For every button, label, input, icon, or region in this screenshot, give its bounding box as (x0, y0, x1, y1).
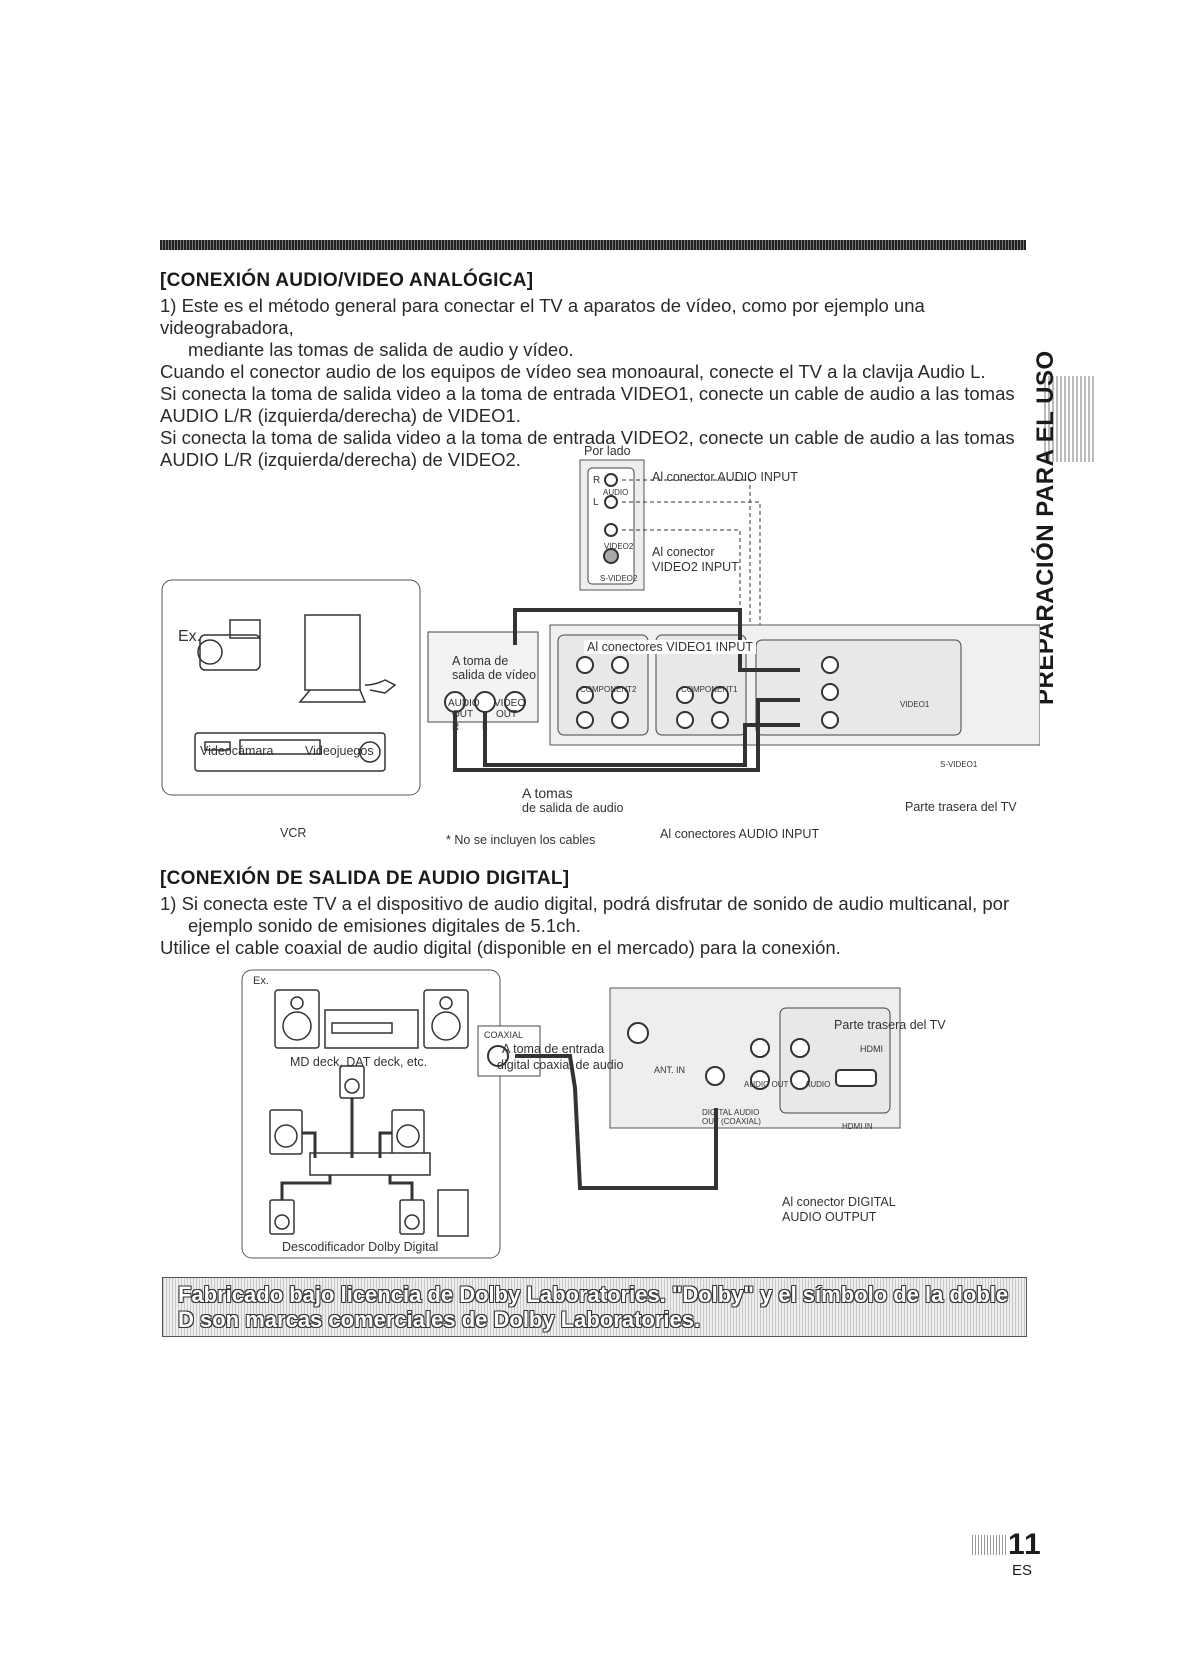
section2-body: 1) Si conecta este TV a el dispositivo d… (160, 893, 1040, 959)
page-number: 11 (1008, 1528, 1042, 1561)
side-label-svideo2: S-VIDEO2 (600, 574, 638, 583)
diagram-digital (241, 969, 901, 1259)
camcorder-icon (197, 619, 261, 671)
example-box (161, 579, 421, 796)
label-salida-audio: de salida de audio (522, 801, 624, 815)
side-label-r: R (593, 475, 601, 486)
label-al-audio-input: Al conector AUDIO INPUT (652, 470, 798, 484)
section1-body: 1) Este es el método general para conect… (160, 295, 1040, 471)
label-toma-entrada: A toma de entrada (502, 1042, 605, 1056)
label-ant-in: ANT. IN (654, 1065, 686, 1075)
label-digital-audio-out: DIGITAL AUDIO OUT (COAXIAL) (702, 1108, 761, 1126)
side-tab-marker (1044, 376, 1096, 462)
label-hdmi: HDMI (860, 1044, 883, 1054)
section1-item1-line1: 1) Este es el método general para conect… (160, 295, 925, 338)
label-ex1: Ex. (178, 628, 202, 645)
label-video-out: VIDEO (494, 698, 526, 709)
label-descodificador: Descodificador Dolby Digital (282, 1240, 439, 1254)
side-label-audio: AUDIO (603, 488, 629, 497)
section1-p4-line2: AUDIO L/R (izquierda/derecha) de VIDEO2. (160, 449, 521, 470)
label-component2: COMPONENT2 (580, 685, 637, 694)
label-al-conector: Al conector (652, 545, 715, 559)
side-label-video2: VIDEO2 (604, 542, 634, 551)
page-language: ES (1012, 1562, 1033, 1579)
section1-p4-line1: Si conecta la toma de salida video a la … (160, 427, 1015, 448)
vcr-icon (194, 732, 386, 772)
label-video1: VIDEO1 (900, 700, 930, 709)
label-component1: COMPONENT1 (681, 685, 738, 694)
game-console-icon (298, 614, 397, 703)
side-label-l: L (593, 497, 599, 508)
section2-heading: [CONEXIÓN DE SALIDA DE AUDIO DIGITAL] (160, 868, 570, 889)
header-rule (160, 240, 1026, 250)
label-audio-out-2: AUDIO OUT (744, 1080, 789, 1089)
dolby-notice-text: Fabricado bajo licencia de Dolby Laborat… (178, 1282, 1009, 1332)
label-audio-2: AUDIO (805, 1080, 831, 1089)
section1-p3-line1: Si conecta la toma de salida video a la … (160, 383, 1015, 404)
label-al-audio-inputs: Al conectores AUDIO INPUT (660, 827, 820, 841)
dolby-notice-box (162, 1277, 1027, 1337)
label-parte-trasera1: Parte trasera del TV (905, 800, 1017, 814)
label-a-tomas: A tomas (522, 785, 573, 801)
label-no-incluyen: * No se incluyen los cables (446, 833, 596, 847)
label-md-deck: MD deck, DAT deck, etc. (290, 1055, 428, 1069)
label-out1: OUT (452, 709, 474, 720)
section2-item1-line2: ejemplo sonido de emisiones digitales de… (188, 915, 581, 936)
label-por-lado: Por lado (584, 444, 631, 458)
label-audio-output: AUDIO OUTPUT (782, 1210, 877, 1224)
label-videocamara: Videocámara (200, 744, 274, 758)
label-r: R (452, 722, 460, 733)
label-video2-input: VIDEO2 INPUT (652, 560, 739, 574)
label-salida-video: salida de vídeo (452, 668, 537, 682)
label-coaxial: COAXIAL (484, 1030, 524, 1040)
label-toma-de: A toma de (452, 654, 509, 668)
label-out2: OUT (496, 709, 518, 720)
stereo-system-icon (274, 989, 469, 1049)
section2-p2: Utilice el cable coaxial de audio digita… (160, 937, 841, 958)
label-al-digital: Al conector DIGITAL (782, 1195, 896, 1209)
page-number-decoration (972, 1535, 1008, 1555)
section1-item1-line2: mediante las tomas de salida de audio y … (188, 339, 574, 360)
label-parte-trasera2: Parte trasera del TV (834, 1018, 946, 1032)
label-audio-out: AUDIO (448, 698, 480, 709)
label-hdmi-in: HDMI IN (842, 1122, 873, 1131)
label-svideo1: S-VIDEO1 (940, 760, 978, 769)
section1-p2: Cuando el conector audio de los equipos … (160, 361, 986, 382)
label-videojuegos: Videojuegos (305, 744, 374, 758)
section1-heading: [CONEXIÓN AUDIO/VIDEO ANALÓGICA] (160, 270, 534, 291)
section2-item1-line1: 1) Si conecta este TV a el dispositivo d… (160, 893, 1010, 914)
surround-system-icon (269, 1065, 469, 1237)
label-vcr: VCR (280, 826, 307, 840)
label-ex2: Ex. (253, 975, 269, 987)
label-digital-coaxial: digital coaxial de audio (497, 1058, 624, 1072)
section1-p3-line2: AUDIO L/R (izquierda/derecha) de VIDEO1. (160, 405, 521, 426)
diagram-analog (161, 459, 1040, 796)
label-al-video1-input: Al conectores VIDEO1 INPUT (584, 640, 757, 654)
label-l: L (482, 722, 488, 733)
